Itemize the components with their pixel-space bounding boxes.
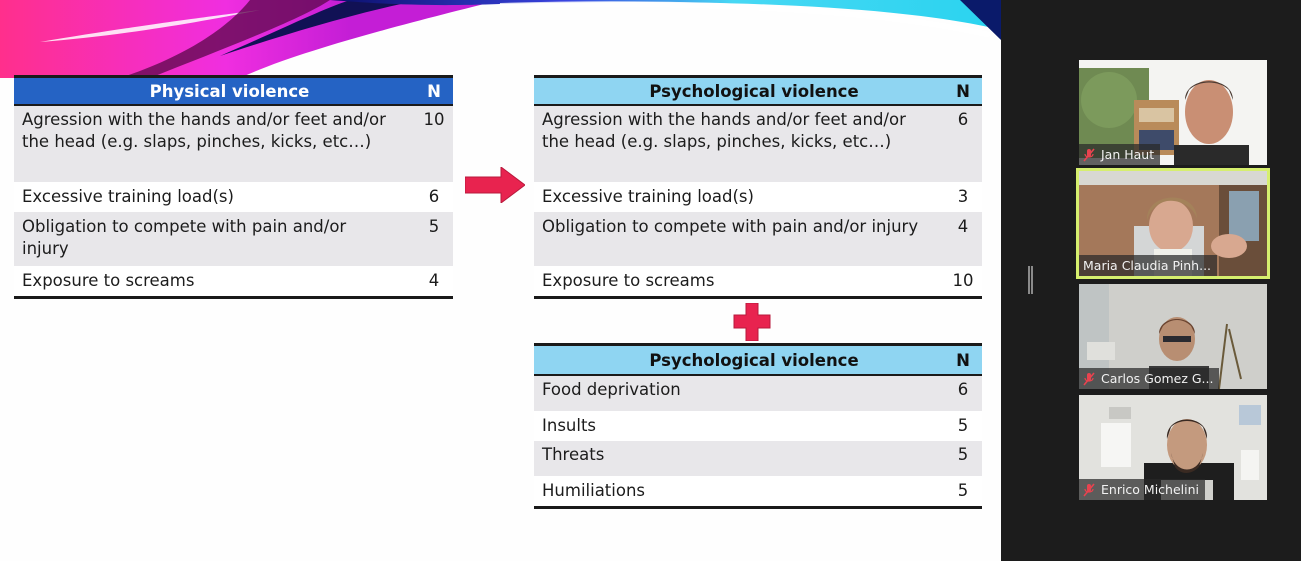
participant-tile-maria-claudia[interactable]: Maria Claudia Pinh... [1076, 168, 1270, 279]
row-count: 5 [957, 481, 969, 500]
panel-resize-handle[interactable] [1028, 266, 1033, 294]
table-header-n: N [427, 81, 441, 101]
participant-name-label: Maria Claudia Pinh... [1079, 255, 1218, 276]
row-label: Agression with the hands and/or feet and… [542, 110, 906, 151]
row-label: Humiliations [542, 481, 646, 500]
muted-mic-icon [1083, 371, 1095, 386]
row-label: Insults [542, 416, 597, 435]
row-label: Excessive training load(s) [22, 187, 234, 206]
row-count: 10 [423, 110, 445, 129]
table-header-title: Physical violence [149, 81, 310, 101]
table-row: Humiliations 5 [534, 476, 982, 506]
row-count: 4 [428, 271, 440, 290]
slide-decorative-banner [0, 0, 1001, 78]
muted-mic-icon [1083, 482, 1095, 497]
participant-tile-carlos-gomez[interactable]: Carlos Gomez G... [1079, 284, 1267, 389]
participant-tile-enrico-michelini[interactable]: Enrico Michelini [1079, 395, 1267, 500]
table-header-n: N [956, 350, 970, 370]
row-count: 6 [957, 380, 969, 399]
participant-name: Maria Claudia Pinh... [1083, 258, 1212, 273]
table-header-n: N [956, 81, 970, 101]
table-row: Food deprivation 6 [534, 376, 982, 411]
table-header: Psychological violence N [534, 78, 982, 106]
row-count: 10 [952, 271, 974, 290]
row-count: 4 [957, 217, 969, 236]
row-label: Exposure to screams [22, 271, 195, 290]
shared-screen-slide: Physical violence N Agression with the h… [0, 0, 1001, 561]
row-label: Exposure to screams [542, 271, 715, 290]
participant-name: Enrico Michelini [1101, 482, 1200, 497]
table-row: Obligation to compete with pain and/or i… [534, 212, 982, 266]
table-header: Psychological violence N [534, 346, 982, 376]
arrow-right-icon [465, 167, 525, 203]
row-count: 6 [428, 187, 440, 206]
table-row: Exposure to screams 4 [14, 266, 453, 296]
table-row: Agression with the hands and/or feet and… [534, 106, 982, 182]
table-row: Agression with the hands and/or feet and… [14, 106, 453, 182]
table-header-title: Psychological violence [649, 350, 859, 370]
participant-name: Jan Haut [1101, 147, 1155, 162]
participant-name-label: Jan Haut [1079, 144, 1161, 165]
row-label: Threats [542, 445, 605, 464]
psychological-violence-table-2: Psychological violence N Food deprivatio… [534, 343, 982, 509]
table-row: Insults 5 [534, 411, 982, 441]
muted-mic-icon [1083, 147, 1095, 162]
row-count: 5 [428, 217, 440, 236]
psychological-violence-table-1: Psychological violence N Agression with … [534, 75, 982, 299]
table-row: Threats 5 [534, 441, 982, 476]
participant-name-label: Enrico Michelini [1079, 479, 1206, 500]
row-label: Food deprivation [542, 380, 681, 399]
row-label: Excessive training load(s) [542, 187, 754, 206]
row-count: 6 [957, 110, 969, 129]
row-label: Obligation to compete with pain and/or i… [542, 217, 919, 236]
row-label: Agression with the hands and/or feet and… [22, 110, 386, 151]
table-row: Exposure to screams 10 [534, 266, 982, 296]
row-count: 5 [957, 416, 969, 435]
row-label: Obligation to compete with pain and/or i… [22, 217, 347, 258]
table-row: Obligation to compete with pain and/or i… [14, 212, 453, 266]
table-row: Excessive training load(s) 6 [14, 182, 453, 212]
row-count: 5 [957, 445, 969, 464]
plus-icon [733, 303, 771, 341]
participant-tile-jan-haut[interactable]: Jan Haut [1079, 60, 1267, 165]
video-feed [1079, 60, 1267, 165]
table-header-title: Psychological violence [649, 81, 859, 101]
row-count: 3 [957, 187, 969, 206]
table-header: Physical violence N [14, 78, 453, 106]
participant-name-label: Carlos Gomez G... [1079, 368, 1220, 389]
table-row: Excessive training load(s) 3 [534, 182, 982, 212]
physical-violence-table: Physical violence N Agression with the h… [14, 75, 453, 299]
video-feed [1079, 284, 1267, 389]
participant-name: Carlos Gomez G... [1101, 371, 1214, 386]
